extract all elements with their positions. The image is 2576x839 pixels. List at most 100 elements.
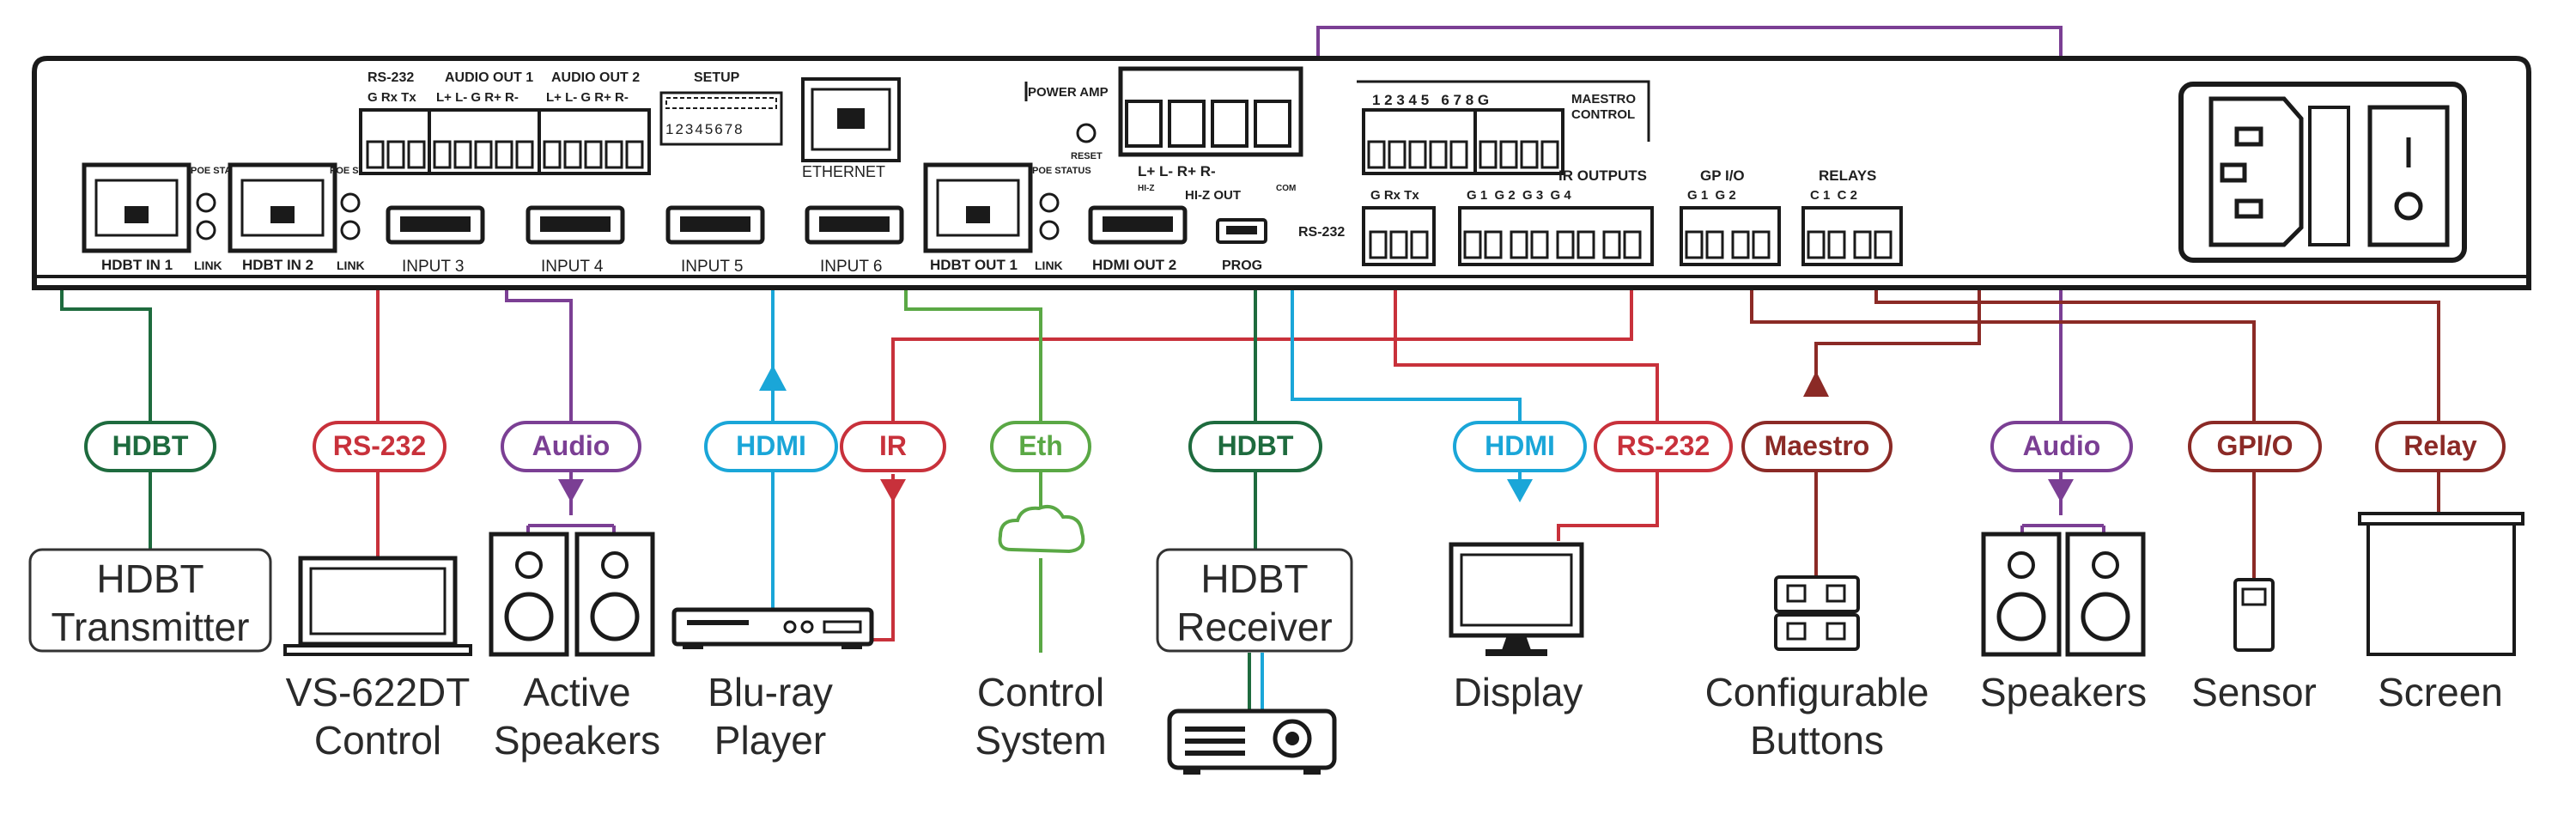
hiz-out-terminal[interactable] — [1118, 66, 1303, 157]
reset-label: RESET — [1071, 151, 1103, 161]
gpio-label: GP I/O — [1700, 167, 1745, 184]
hdbt-in1-port[interactable] — [82, 162, 216, 253]
vs-control-label-1: VS-622DT — [286, 670, 471, 714]
active-speakers-label-2: Speakers — [494, 718, 660, 763]
speakers-label: Speakers — [1980, 670, 2147, 714]
arrow-hdmi-a-up — [759, 365, 787, 391]
cloud-icon — [998, 505, 1085, 554]
signal-gpio: GPI/O — [2188, 421, 2322, 472]
rs232-2-pins: G Rx Tx — [1370, 188, 1419, 203]
input5-port[interactable] — [665, 205, 765, 245]
hiz-out-label: HI-Z OUT — [1185, 188, 1241, 203]
control-system-label-1: Control — [977, 670, 1104, 714]
hdmi-out2-label: HDMI OUT 2 — [1092, 257, 1176, 273]
arrow-ir-down — [880, 479, 906, 502]
gpio-terminal[interactable] — [1680, 206, 1781, 266]
cable-ir-low — [872, 474, 895, 641]
configurable-buttons-label-1: Configurable — [1705, 670, 1929, 714]
relays-label: RELAYS — [1819, 167, 1876, 184]
speakers-icon — [1981, 532, 2146, 657]
display-icon — [1449, 542, 1584, 656]
svg-text:HDMI: HDMI — [736, 430, 806, 461]
arrows — [558, 365, 2074, 502]
hdbt-in2-port[interactable] — [228, 162, 361, 253]
svg-text:HDBT: HDBT — [1218, 430, 1294, 461]
signal-rs232-a: RS-232 — [313, 421, 447, 472]
input5-label: INPUT 5 — [681, 258, 744, 276]
gpio-pins: G 1 G 2 — [1687, 188, 1736, 203]
poe-status-label-3: POE STATUS — [1032, 166, 1091, 176]
input6-port[interactable] — [805, 205, 904, 245]
rs232-2-terminal[interactable] — [1362, 206, 1436, 266]
projection-screen-icon — [2358, 512, 2524, 656]
configurable-buttons-icon — [1774, 575, 1860, 651]
maestro-terminal[interactable] — [1362, 108, 1564, 175]
signal-hdbt-1: HDBT — [84, 421, 216, 472]
prog-port[interactable] — [1216, 218, 1267, 244]
hiz-pins: L+ L- R+ R- — [1138, 163, 1216, 179]
cable-ir — [891, 251, 1633, 421]
audio-out1-pins: L+ L- G R+ R- — [436, 90, 519, 105]
sensor-label: Sensor — [2191, 670, 2317, 714]
com-label: COM — [1276, 184, 1296, 193]
input4-label: INPUT 4 — [541, 258, 604, 276]
maestro-pins: 1 2 3 4 5 6 7 8 G — [1372, 92, 1489, 108]
svg-text:Relay: Relay — [2403, 430, 2477, 461]
hdbt-receiver-label-2: Receiver — [1176, 605, 1333, 649]
signal-hdmi-a: HDMI — [704, 421, 838, 472]
signal-hdmi-b: HDMI — [1453, 421, 1587, 472]
bluray-label-1: Blu-ray — [708, 670, 833, 714]
signal-audio-a: Audio — [501, 421, 641, 472]
audio-out1-terminal[interactable] — [428, 108, 541, 175]
signal-relay: Relay — [2375, 421, 2506, 472]
maestro-control-label-1: MAESTRO — [1571, 92, 1636, 106]
setup-pins: 12345678 — [665, 121, 744, 137]
svg-text:Audio: Audio — [532, 430, 611, 461]
screen-label: Screen — [2378, 670, 2503, 714]
active-speakers-label-1: Active — [523, 670, 630, 714]
audio-out2-terminal[interactable] — [538, 108, 651, 175]
signal-audio-b: Audio — [1990, 421, 2133, 472]
input3-port[interactable] — [386, 205, 485, 245]
link-label-3: LINK — [1035, 258, 1063, 272]
rear-panel: HDBT IN 1 POE STATUS LINK HDBT IN 2 POE … — [32, 56, 2531, 290]
input4-port[interactable] — [526, 205, 625, 245]
ethernet-label: ETHERNET — [802, 163, 885, 180]
projector-icon — [1167, 708, 1337, 775]
arrow-audio-a — [558, 479, 584, 502]
vs-control-label-2: Control — [314, 718, 441, 763]
svg-text:Maestro: Maestro — [1765, 430, 1870, 461]
signal-labels: HDBT RS-232 Audio HDMI IR Eth HDBT HDMI … — [84, 421, 2506, 472]
signal-rs232-b: RS-232 — [1594, 421, 1733, 472]
ethernet-port[interactable] — [801, 77, 901, 162]
ir-outputs-terminal[interactable] — [1458, 206, 1654, 266]
sensor-icon — [2233, 578, 2275, 652]
relays-terminal[interactable] — [1801, 206, 1903, 266]
devices: HDBT Transmitter VS-622DT Control Active… — [28, 505, 2524, 775]
arrow-hdmi-b-down — [1507, 479, 1533, 502]
hdmi-out2-port[interactable] — [1088, 205, 1188, 245]
signal-eth: Eth — [990, 421, 1091, 472]
reset-button[interactable] — [1076, 123, 1097, 143]
signal-hdbt-2: HDBT — [1188, 421, 1322, 472]
arrow-audio-b — [2048, 479, 2074, 502]
cable-rs232-b — [1394, 251, 1659, 421]
hdbt-transmitter-box — [28, 548, 272, 653]
hdbt-receiver-label-1: HDBT — [1200, 556, 1308, 601]
bluray-player-icon — [671, 607, 874, 649]
svg-text:Audio: Audio — [2023, 430, 2101, 461]
active-speakers-icon — [489, 532, 655, 657]
ir-pins: G 1 G 2 G 3 G 4 — [1467, 188, 1571, 203]
audio-out2-pins: L+ L- G R+ R- — [546, 90, 629, 105]
svg-text:GPI/O: GPI/O — [2217, 430, 2293, 461]
arrow-maestro-up — [1803, 371, 1829, 397]
power-switch[interactable] — [2367, 105, 2450, 247]
configurable-buttons-label-2: Buttons — [1750, 718, 1884, 763]
setup-dip-switch[interactable] — [659, 91, 783, 146]
power-amp-label: POWER AMP — [1028, 85, 1109, 100]
setup-label: SETUP — [694, 70, 740, 85]
rs232-2-label: RS-232 — [1298, 225, 1345, 240]
rs232-terminal[interactable] — [359, 108, 431, 175]
hdbt-out1-port[interactable] — [923, 162, 1060, 253]
